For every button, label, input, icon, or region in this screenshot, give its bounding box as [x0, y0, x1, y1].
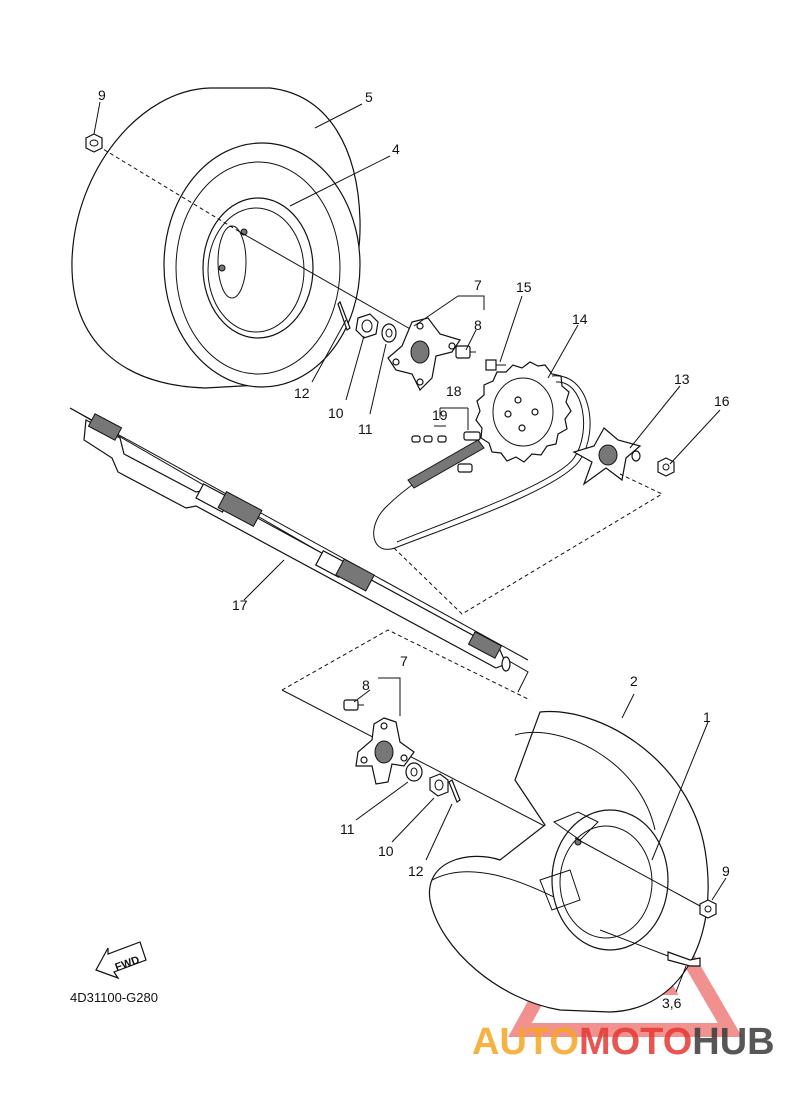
callout-16: 16	[714, 393, 730, 409]
washer-11-upper	[381, 323, 397, 343]
bolt-8-upper	[455, 345, 476, 359]
rear-axle-17	[69, 407, 529, 693]
callout-1: 1	[703, 709, 711, 725]
wheel-nut-9-lower	[699, 899, 717, 919]
callout-5: 5	[365, 89, 373, 105]
callout-14: 14	[572, 311, 588, 327]
callout-7-upper: 7	[474, 277, 482, 293]
callout-10-lower: 10	[378, 843, 394, 859]
callout-11-lower: 11	[340, 821, 355, 837]
watermark-text: AUTOMOTOHUB	[472, 1021, 775, 1063]
callout-13: 13	[674, 371, 690, 387]
callout-10-upper: 10	[328, 405, 344, 421]
callout-3-6: 3,6	[662, 995, 682, 1011]
castle-nut-10-lower	[429, 773, 449, 797]
callout-labels: 9 5 4 7 15 8 14 13 16 18 19 12 10 11 17 …	[98, 87, 730, 1011]
washer-11-lower	[405, 762, 423, 782]
diagram-code: 4D31100-G280	[70, 990, 158, 1005]
watermark-moto: MOTO	[579, 1021, 692, 1063]
callout-4: 4	[392, 141, 400, 157]
cotter-pin-12-lower	[448, 779, 461, 803]
callout-17: 17	[232, 597, 248, 613]
upper-wheel-rim	[202, 197, 314, 339]
callout-9-lower: 9	[722, 863, 730, 879]
leader-lines	[93, 101, 727, 993]
watermark-auto: AUTO	[472, 1021, 579, 1063]
callout-12-upper: 12	[294, 385, 310, 401]
callout-18: 18	[446, 383, 462, 399]
callout-8-lower: 8	[362, 677, 370, 693]
wheel-hub-7-lower	[355, 717, 415, 785]
sprocket-hub-13	[572, 427, 642, 486]
callout-2: 2	[630, 673, 638, 689]
chain-joint-18-19	[407, 407, 485, 489]
bolt-15	[485, 359, 506, 371]
wheel-nut-9-upper	[85, 133, 103, 153]
cotter-pin-12-upper	[337, 300, 351, 331]
callout-12-lower: 12	[408, 863, 424, 879]
callout-15: 15	[516, 279, 532, 295]
fwd-direction-icon: FWD	[95, 941, 147, 980]
wheel-hub-7-upper	[387, 317, 461, 392]
svg-text:AUTOMOTOHUB: AUTOMOTOHUB	[472, 1021, 775, 1063]
nut-16	[657, 457, 675, 477]
callout-8-upper: 8	[474, 317, 482, 333]
bolt-8-lower	[343, 699, 364, 711]
watermark-hub: HUB	[692, 1021, 774, 1063]
drive-chain	[373, 375, 591, 550]
callout-7-lower: 7	[400, 653, 408, 669]
callout-11-upper: 11	[358, 421, 373, 437]
callout-9-upper: 9	[98, 87, 106, 103]
lower-wheel-rim	[539, 809, 669, 951]
valve-stem-3-6	[599, 929, 701, 967]
castle-nut-10-upper	[355, 313, 379, 339]
callout-19: 19	[432, 407, 448, 423]
sprocket-14	[475, 361, 572, 463]
